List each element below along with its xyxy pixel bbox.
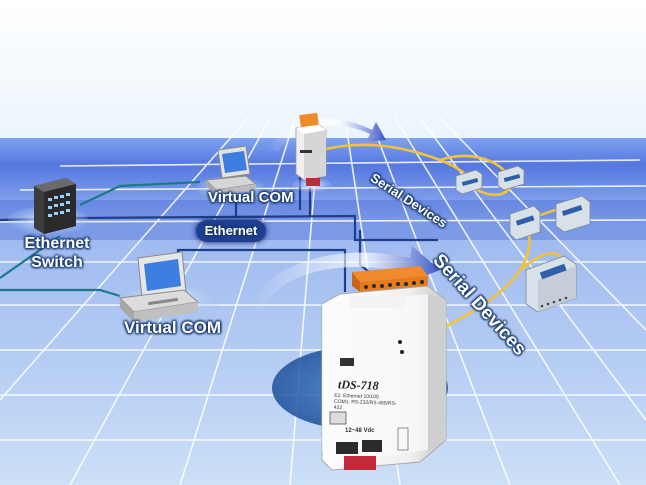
serial-module-icon bbox=[555, 195, 591, 233]
ethernet-switch-icon bbox=[34, 178, 76, 234]
virtual-com-label-top: Virtual COM bbox=[208, 189, 294, 206]
ds-device-icon bbox=[321, 266, 447, 471]
computer-icon bbox=[204, 145, 258, 196]
ds-device-icon bbox=[295, 112, 327, 186]
bottom-flow-arrow bbox=[252, 246, 440, 312]
serial-module-icon bbox=[525, 255, 577, 313]
device-model-label: tDS-718 bbox=[337, 377, 379, 393]
computer-icon bbox=[118, 251, 200, 322]
ethernet-badge: Ethernet bbox=[196, 220, 266, 242]
device-spec-label: E1: Ethernet 10/100 COM1: RS-232/RS-485/… bbox=[334, 393, 405, 413]
serial-module-icon bbox=[509, 205, 541, 241]
virtual-com-label-bottom: Virtual COM bbox=[124, 318, 221, 337]
serial-module-icon bbox=[497, 165, 525, 191]
device-power-label: 12~48 Vdc bbox=[345, 428, 375, 434]
top-flow-arrow bbox=[268, 118, 386, 152]
serial-module-icon bbox=[455, 169, 483, 195]
device-spec-line2: COM1: RS-232/RS-485/RS-422 bbox=[333, 398, 397, 412]
